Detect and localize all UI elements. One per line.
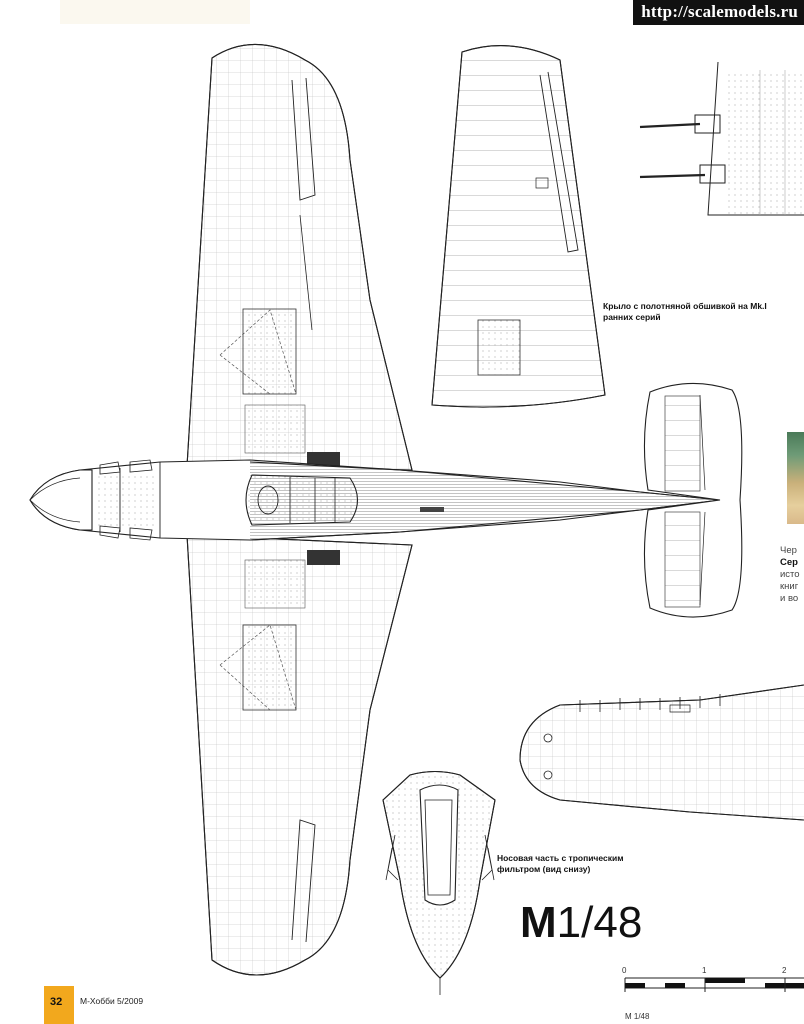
sidebar-line-1: Чер [780,545,797,556]
scale-bar [624,977,804,992]
cockpit-canopy [245,474,359,526]
nose-caption: Носовая часть с тропическим фильтром (ви… [497,853,624,874]
partial-wing-side [519,684,804,821]
page-number: 32 [50,996,63,1008]
fabric-wing-detail [431,45,606,408]
sidebar-line-3: исто [780,569,800,580]
page-top-band [60,0,250,24]
scale-title-letter: М [520,898,557,947]
sidebar-line-4: книг [780,581,799,592]
scale-tick-2: 2 [782,966,787,975]
scale-title-ratio: 1/48 [556,898,643,947]
sidebar-line-5: и во [780,593,799,604]
watermark-url[interactable]: http://scalemodels.ru [633,0,804,25]
scale-tick-0: 0 [622,966,627,975]
scale-title: М1/48 [520,898,642,948]
author-photo [787,432,804,524]
scale-unit: М 1/48 [625,1012,650,1021]
tropical-nose-detail [382,770,496,995]
main-planform [29,43,743,976]
sidebar-line-2: Сер [780,557,798,568]
scale-tick-1: 1 [702,966,707,975]
gun-detail [639,61,804,216]
magazine-issue: М-Хобби 5/2009 [80,996,144,1006]
footer-accent-bar [44,986,74,1024]
wing-caption: Крыло с полотняной обшивкой на Mk.I ранн… [603,301,767,322]
